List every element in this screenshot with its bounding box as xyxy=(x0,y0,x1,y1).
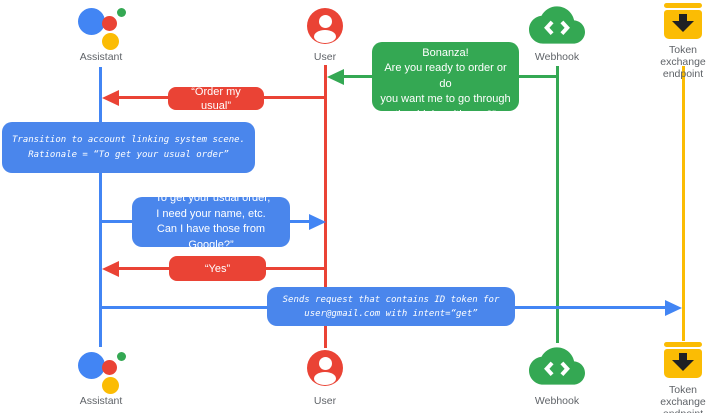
assistant-yellow-circle xyxy=(102,33,119,50)
token-icon-lid xyxy=(664,342,702,347)
user-head-shape xyxy=(318,356,332,370)
token-exchange-endpoint-icon xyxy=(664,3,702,39)
send-request-arrowhead xyxy=(665,299,682,316)
assistant-icon xyxy=(78,6,126,52)
assistant-label-top: Assistant xyxy=(79,51,123,63)
order-usual-message-bubble: “Order my usual” xyxy=(168,86,264,112)
send-request-message-bubble: Sends request that contains ID token for… xyxy=(267,287,515,326)
user-lifeline xyxy=(324,65,327,348)
assistant-green-dot xyxy=(117,8,126,17)
token-exchange-endpoint-icon-bottom xyxy=(664,342,702,378)
token-icon-lid xyxy=(664,3,702,8)
token-endpoint-label-top: Token exchange endpoint xyxy=(660,44,706,80)
webhook-cloud-icon xyxy=(529,6,585,44)
ask-info-message-bubble: “To get your usual order, I need your na… xyxy=(132,192,290,251)
token-endpoint-lifeline xyxy=(682,66,685,341)
assistant-yellow-circle xyxy=(102,377,119,394)
token-endpoint-label-bottom: Token exchange endpoint xyxy=(660,384,706,413)
download-arrow-tip xyxy=(672,21,694,32)
yes-message-bubble: “Yes” xyxy=(169,256,266,281)
user-body-shape xyxy=(314,29,336,43)
user-icon xyxy=(307,8,343,44)
assistant-blue-circle xyxy=(78,8,105,35)
user-label-top: User xyxy=(313,51,337,63)
assistant-red-circle xyxy=(102,16,117,31)
assistant-green-dot xyxy=(117,352,126,361)
webhook-label-top: Webhook xyxy=(534,51,580,63)
webhook-cloud-icon-bottom xyxy=(529,347,585,385)
user-label-bottom: User xyxy=(313,395,337,407)
welcome-message-bubble: “Welcome to Boba Bonanza! Are you ready … xyxy=(372,31,519,121)
assistant-lifeline xyxy=(99,67,102,347)
order-usual-arrowhead xyxy=(102,89,119,106)
user-head-shape xyxy=(318,14,332,28)
webhook-lifeline xyxy=(556,66,559,343)
webhook-label-bottom: Webhook xyxy=(534,395,580,407)
ask-info-arrowhead xyxy=(309,213,326,230)
user-icon-bottom xyxy=(307,350,343,386)
welcome-arrowhead xyxy=(327,68,344,85)
user-body-shape xyxy=(314,371,336,385)
assistant-icon-bottom xyxy=(78,350,126,396)
assistant-label-bottom: Assistant xyxy=(79,395,123,407)
download-arrow-icon xyxy=(679,353,687,360)
transition-note-bubble: Transition to account linking system sce… xyxy=(2,122,255,173)
yes-arrowhead xyxy=(102,260,119,277)
download-arrow-icon xyxy=(679,14,687,21)
download-arrow-tip xyxy=(672,360,694,371)
assistant-red-circle xyxy=(102,360,117,375)
assistant-blue-circle xyxy=(78,352,105,379)
